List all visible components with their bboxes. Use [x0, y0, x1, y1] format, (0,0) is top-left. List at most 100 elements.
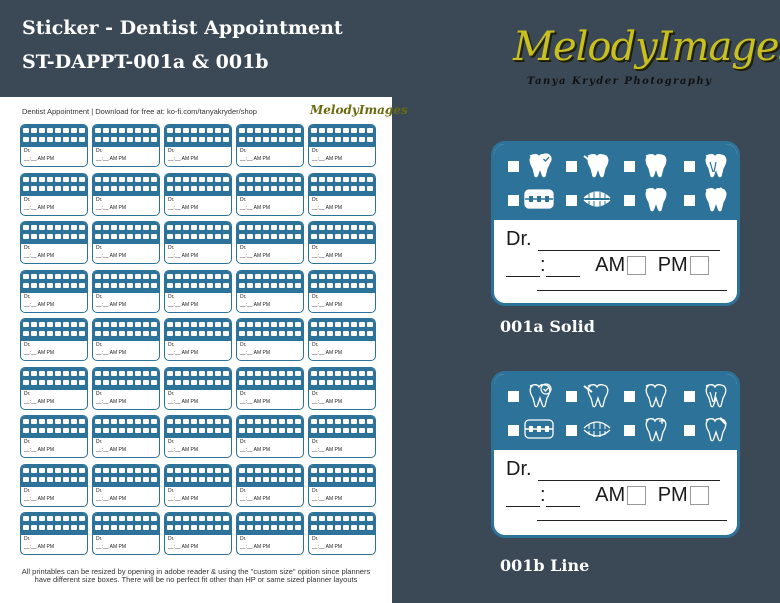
mini-icon: [71, 467, 77, 473]
mini-icon: [311, 370, 317, 376]
mini-icon: [247, 128, 253, 133]
mini-icon: [143, 322, 149, 327]
mini-time-label: __:__ AM PM: [24, 301, 55, 308]
mini-icon: [367, 234, 373, 239]
minute-line: [545, 490, 580, 507]
mini-icon: [335, 282, 341, 288]
mini-icon: [39, 379, 45, 385]
mini-icon: [263, 331, 269, 336]
mini-icon: [95, 185, 101, 191]
mini-icon: [207, 516, 213, 521]
mini-sticker: Dr.__:__ AM PM: [92, 512, 160, 555]
tooth-icon: [640, 152, 670, 178]
mini-dr-label: Dr.: [24, 439, 31, 445]
mini-icon: [39, 322, 45, 327]
mini-icon: [127, 516, 133, 521]
mini-icon-bar: [93, 222, 159, 244]
mini-icon: [95, 137, 101, 142]
mini-icon: [127, 419, 133, 424]
mini-icon: [351, 322, 357, 327]
mini-icon: [127, 282, 133, 288]
mini-icon: [359, 331, 365, 336]
mini-icon: [111, 128, 117, 133]
mini-icon: [287, 322, 293, 327]
mini-icon: [119, 516, 125, 521]
mini-icon: [223, 273, 229, 279]
mini-time-label: __:__ AM PM: [24, 398, 55, 405]
mini-icon: [207, 225, 213, 230]
mini-icon-bar: [309, 173, 375, 196]
mini-dr-label: Dr.: [168, 439, 175, 445]
mini-icon: [23, 467, 29, 473]
mini-time-label: __:__ AM PM: [96, 204, 127, 211]
mini-icon: [55, 419, 61, 424]
mini-icon: [239, 225, 245, 230]
mini-time-label: __:__ AM PM: [312, 253, 343, 259]
mini-icon: [95, 176, 101, 182]
mini-time-label: __:__ AM PM: [96, 398, 127, 405]
mini-time-label: __:__ AM PM: [24, 253, 55, 259]
mini-icon-bar: [237, 367, 303, 390]
sheet-logo: MelodyImages: [310, 103, 408, 117]
mini-icon: [223, 282, 229, 288]
mini-icon: [279, 428, 285, 433]
mini-icon: [167, 419, 173, 424]
mini-icon-bar: [21, 416, 87, 438]
mini-icon: [23, 322, 29, 327]
mini-icon: [271, 516, 277, 521]
mini-icon: [71, 370, 77, 376]
mini-icon: [119, 225, 125, 230]
mini-icon: [55, 370, 61, 376]
mini-icon-bar: [21, 173, 87, 196]
mini-icon: [23, 273, 29, 279]
mini-dr-label: Dr.: [96, 245, 103, 251]
mini-icon: [247, 419, 253, 424]
mini-icon: [359, 225, 365, 230]
mini-icon: [71, 185, 77, 191]
mini-icon: [47, 516, 53, 521]
mini-icon: [63, 234, 69, 239]
icon-option: [565, 382, 617, 412]
sheet-footer: All printables can be resized by opening…: [21, 567, 371, 585]
mini-icon: [183, 379, 189, 385]
mini-dr-label: Dr.: [168, 196, 175, 203]
mini-icon: [215, 234, 221, 239]
mini-dr-label: Dr.: [168, 390, 175, 397]
mini-icon: [31, 379, 37, 385]
mini-dr-label: Dr.: [312, 342, 319, 348]
mini-sticker: Dr.__:__ AM PM: [164, 124, 232, 167]
mini-icon: [271, 525, 277, 530]
mini-icon: [223, 516, 229, 521]
mini-icon: [239, 273, 245, 279]
mini-icon: [31, 428, 37, 433]
icon-option: [623, 186, 675, 216]
mini-icon: [71, 379, 77, 385]
mini-icon-bar: [237, 222, 303, 244]
mini-icon: [47, 234, 53, 239]
mini-icon: [183, 234, 189, 239]
mini-icon: [143, 370, 149, 376]
mini-icon: [151, 176, 157, 182]
mini-icon: [215, 137, 221, 142]
mini-icon: [255, 370, 261, 376]
mini-icon: [279, 234, 285, 239]
mini-icon: [71, 331, 77, 336]
mini-icon: [111, 234, 117, 239]
mini-icon: [71, 176, 77, 182]
mini-icon: [55, 428, 61, 433]
mini-icon: [71, 137, 77, 142]
mini-sticker: Dr.__:__ AM PM: [164, 318, 232, 361]
mini-icon: [359, 476, 365, 482]
mini-icon: [207, 370, 213, 376]
mini-icon: [127, 234, 133, 239]
mini-icon: [215, 516, 221, 521]
mini-icon: [359, 185, 365, 191]
mini-icon: [287, 516, 293, 521]
mini-icon: [71, 516, 77, 521]
mini-icon: [135, 370, 141, 376]
mini-icon: [111, 419, 117, 424]
mini-icon: [367, 525, 373, 530]
mini-icon: [335, 419, 341, 424]
mini-icon: [327, 370, 333, 376]
mini-icon: [255, 234, 261, 239]
